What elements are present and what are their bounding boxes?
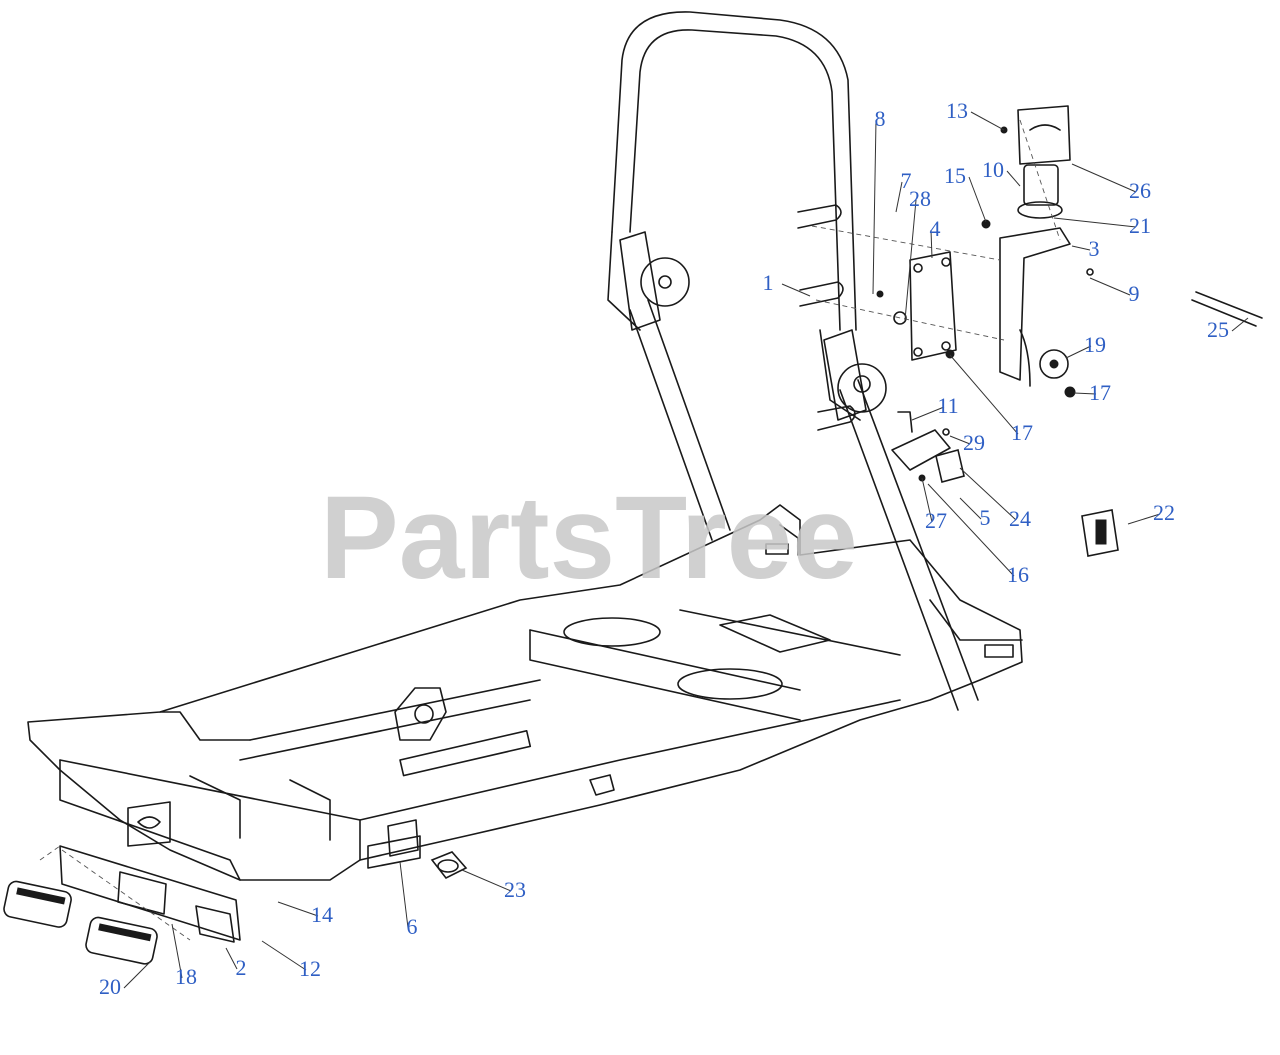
leader-line-7 [895,181,903,213]
light-bar-2 [59,845,241,943]
rocker-switches [935,449,1119,557]
callout-20[interactable]: 20 [99,974,121,999]
callout-13[interactable]: 13 [946,98,968,123]
callout-10[interactable]: 10 [982,157,1004,182]
callout-15[interactable]: 15 [944,163,966,188]
leader-line-4 [930,229,933,259]
callout-12[interactable]: 12 [299,956,321,981]
bracket-4 [909,251,957,361]
leader-line-2 [225,947,238,970]
leader-line-24 [959,467,1017,521]
leader-line-8 [872,119,877,295]
leader-line-6 [399,861,409,929]
callout-11[interactable]: 11 [937,393,958,418]
leader-line-5 [959,497,982,520]
hardware [876,126,1094,482]
assembly-lines [39,119,1061,941]
leader-line-3 [1071,245,1091,251]
leader-line-17b [1073,392,1097,395]
leader-line-1 [781,283,811,297]
callout-9[interactable]: 9 [1129,281,1140,306]
leader-line-10 [1006,170,1021,187]
bracket-6 [367,819,421,869]
cable-ties [1191,291,1263,327]
callout-labels: 1234567891011121314151617171819202122232… [99,98,1249,999]
leader-line-25 [1231,317,1249,332]
callout-23[interactable]: 23 [504,877,526,902]
grommet-23 [430,851,468,880]
callout-3[interactable]: 3 [1089,236,1100,261]
leader-line-20 [123,961,151,989]
leader-line-17 [949,354,1019,435]
callout-4[interactable]: 4 [930,216,941,241]
callout-29[interactable]: 29 [963,430,985,455]
callout-6[interactable]: 6 [407,914,418,939]
callout-22[interactable]: 22 [1153,500,1175,525]
callout-2[interactable]: 2 [236,955,247,980]
leader-line-23 [461,869,512,892]
callout-7[interactable]: 7 [901,168,912,193]
callout-18[interactable]: 18 [175,964,197,989]
callout-16[interactable]: 16 [1007,562,1029,587]
pivot-brackets [619,231,887,421]
callout-17b[interactable]: 17 [1089,380,1111,405]
leader-line-9 [1089,277,1131,296]
leader-line-14 [277,901,319,917]
leader-line-22 [1127,513,1161,525]
mower-frame [27,504,1023,881]
leader-line-13 [970,111,1005,131]
callout-14[interactable]: 14 [311,902,333,927]
leader-line-11 [911,406,945,421]
callout-24[interactable]: 24 [1009,506,1031,531]
callout-25[interactable]: 25 [1207,317,1229,342]
leader-line-16 [927,483,1015,577]
callout-1[interactable]: 1 [763,270,774,295]
leader-line-12 [261,940,307,971]
leader-line-18 [171,923,183,979]
work-lights-20 [3,880,158,965]
callout-27[interactable]: 27 [925,508,947,533]
leader-line-27 [921,477,933,523]
watermark: PartsTree [320,472,858,604]
leader-line-15 [968,176,987,223]
leader-line-26 [1071,163,1137,193]
beacon-light [1017,105,1071,219]
callout-28[interactable]: 28 [909,186,931,211]
callout-21[interactable]: 21 [1129,213,1151,238]
knob-19 [1039,349,1076,398]
leader-line-21 [1053,217,1137,228]
leader-line-28 [904,199,917,321]
callout-26[interactable]: 26 [1129,178,1151,203]
callout-8[interactable]: 8 [875,106,886,131]
rollover-bar [607,11,979,711]
bracket-3 [999,227,1071,387]
callout-17[interactable]: 17 [1011,420,1033,445]
leader-line-19 [1065,345,1092,359]
callout-19[interactable]: 19 [1084,332,1106,357]
callout-5[interactable]: 5 [980,505,991,530]
leader-line-29 [949,435,971,445]
u-bolts [797,204,856,431]
